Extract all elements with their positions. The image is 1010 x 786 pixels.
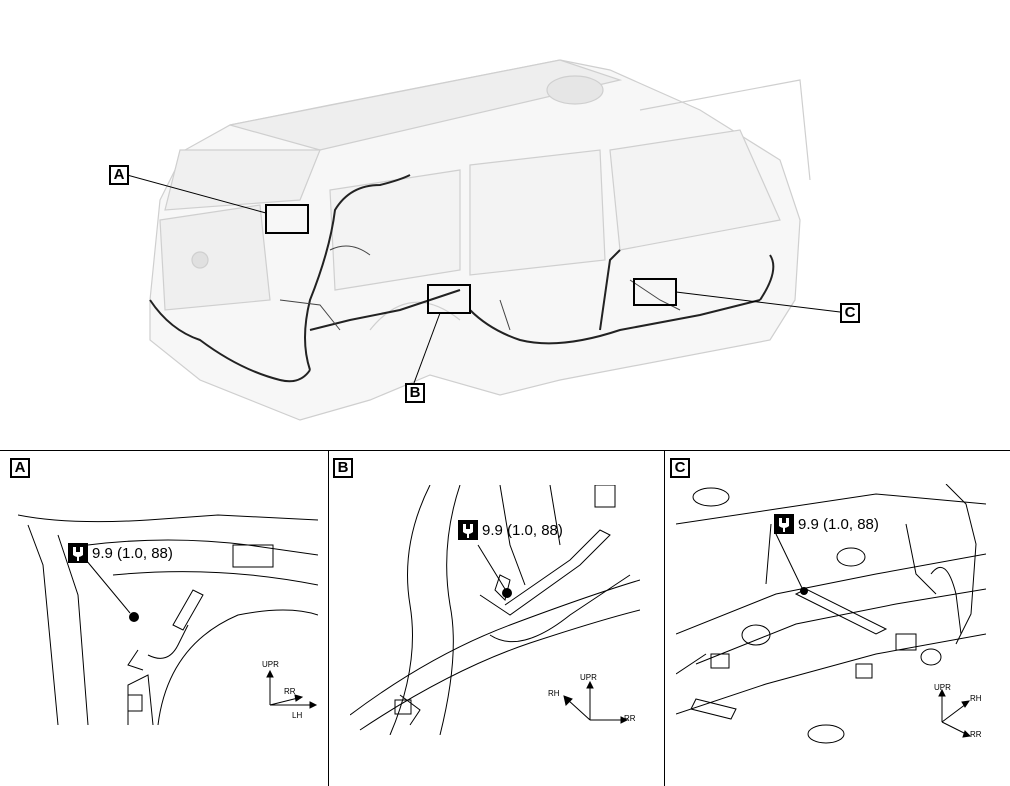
panel-c-illustration xyxy=(676,484,986,744)
dir-rh-b: RH xyxy=(548,689,560,698)
torque-wrench-icon xyxy=(774,514,794,534)
bolt-c xyxy=(800,587,808,595)
panel-b-label: B xyxy=(333,458,353,478)
wire-harness-thin xyxy=(279,245,681,331)
callout-c: C xyxy=(840,303,860,323)
panel-c-label: C xyxy=(670,458,690,478)
direction-axes-b xyxy=(563,680,629,724)
torque-wrench-icon xyxy=(68,543,88,563)
vehicle-body xyxy=(149,59,811,421)
panel-a-label: A xyxy=(10,458,30,478)
callout-b: B xyxy=(405,383,425,403)
torque-spec-b: 9.9 (1.0, 88) xyxy=(458,520,563,540)
torque-value-a: 9.9 (1.0, 88) xyxy=(92,544,173,562)
direction-axes-c xyxy=(938,688,972,738)
leader-line-a xyxy=(126,174,267,214)
dir-rr-b: RR xyxy=(624,714,636,723)
bolt-b xyxy=(502,588,512,598)
dir-lh-a: LH xyxy=(292,711,303,720)
callout-a: A xyxy=(109,165,129,185)
detail-box-a xyxy=(265,204,309,234)
panel-b-illustration xyxy=(350,485,640,735)
torque-value-c: 9.9 (1.0, 88) xyxy=(798,515,879,533)
bolt-a xyxy=(129,612,139,622)
panel-a-illustration xyxy=(18,514,318,725)
vehicle-overview-illustration xyxy=(126,59,841,421)
dir-upr-b: UPR xyxy=(580,673,597,682)
leader-line-c xyxy=(675,291,841,313)
torque-wrench-icon xyxy=(458,520,478,540)
vertical-divider-1 xyxy=(328,450,329,786)
horizontal-divider xyxy=(0,450,1010,451)
vertical-divider-2 xyxy=(664,450,665,786)
dir-rh-c: RH xyxy=(970,694,982,703)
torque-spec-a: 9.9 (1.0, 88) xyxy=(68,543,173,563)
dir-upr-a: UPR xyxy=(262,660,279,669)
leader-line-b xyxy=(413,312,441,384)
torque-value-b: 9.9 (1.0, 88) xyxy=(482,521,563,539)
dir-rr-a: RR xyxy=(284,687,296,696)
torque-spec-c: 9.9 (1.0, 88) xyxy=(774,514,879,534)
wire-harness xyxy=(149,174,775,383)
dir-upr-c: UPR xyxy=(934,683,951,692)
dir-rr-c: RR xyxy=(970,730,982,739)
detail-box-b xyxy=(427,284,471,314)
direction-axes-a xyxy=(266,669,318,709)
